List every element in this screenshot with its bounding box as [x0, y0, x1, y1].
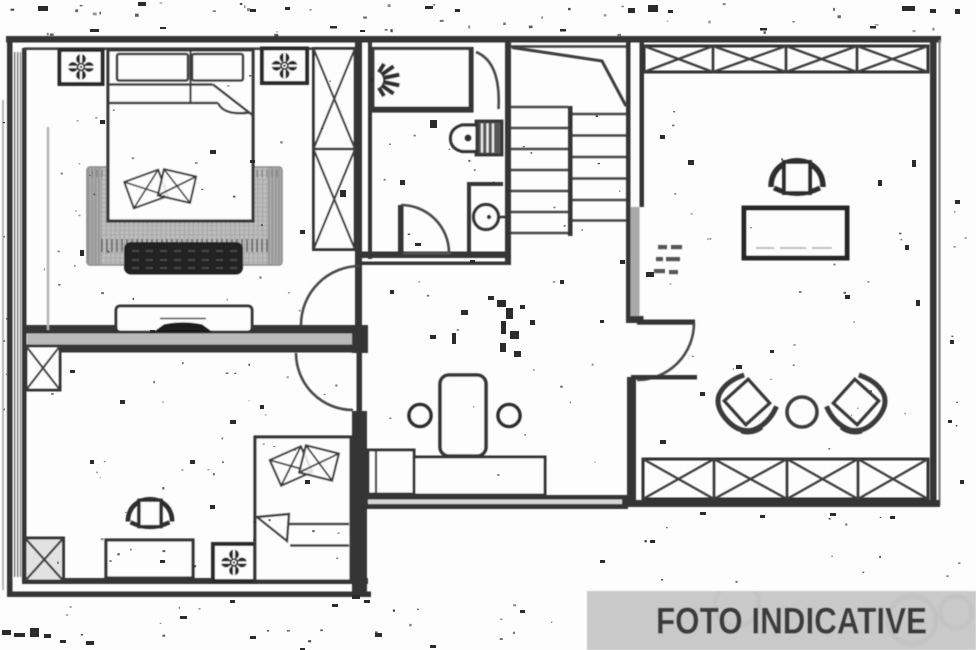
svg-text:FOTO INDICATIVE: FOTO INDICATIVE — [656, 601, 927, 642]
